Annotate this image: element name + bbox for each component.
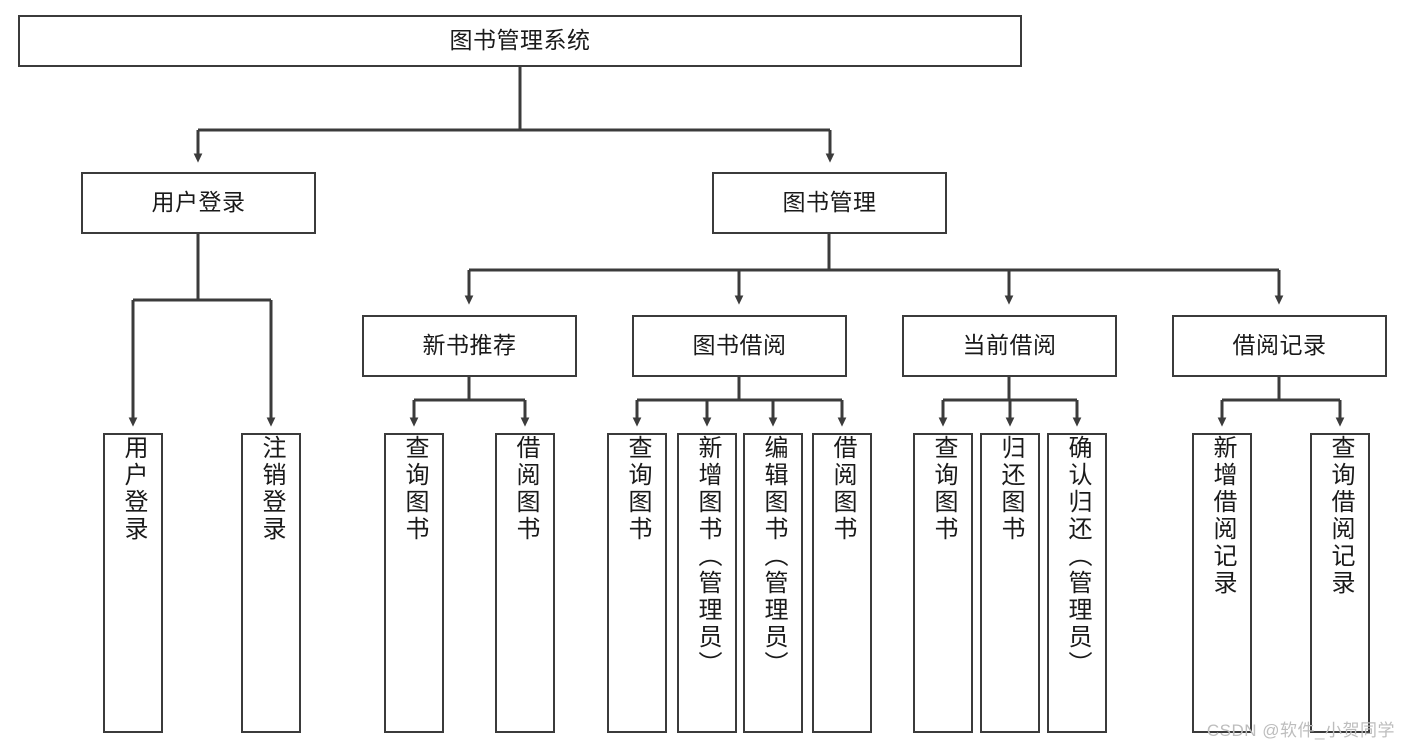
leaf-query-borrow-record[interactable]: 查询借阅记录 — [1310, 433, 1370, 733]
node-borrow-records[interactable]: 借阅记录 — [1172, 315, 1387, 377]
leaf-borrow-book-label: 借阅图书 — [829, 435, 856, 543]
node-new-book-recommend-label: 新书推荐 — [422, 332, 517, 359]
leaf-query-borrow-record-label: 查询借阅记录 — [1327, 435, 1354, 597]
leaf-query-book-current-label: 查询图书 — [930, 435, 957, 543]
node-borrow-records-label: 借阅记录 — [1232, 332, 1327, 359]
node-user-login-label: 用户登录 — [151, 189, 246, 216]
leaf-confirm-return-admin[interactable]: 确认归还（管理员） — [1047, 433, 1107, 733]
node-current-borrow[interactable]: 当前借阅 — [902, 315, 1117, 377]
leaf-logout[interactable]: 注销登录 — [241, 433, 301, 733]
leaf-return-book[interactable]: 归还图书 — [980, 433, 1040, 733]
leaf-logout-label: 注销登录 — [258, 435, 285, 543]
leaf-query-book-recommend-label: 查询图书 — [401, 435, 428, 543]
leaf-query-book-borrow[interactable]: 查询图书 — [607, 433, 667, 733]
leaf-borrow-book-recommend-label: 借阅图书 — [512, 435, 539, 543]
leaf-borrow-book[interactable]: 借阅图书 — [812, 433, 872, 733]
leaf-query-book-borrow-label: 查询图书 — [624, 435, 651, 543]
node-root-label: 图书管理系统 — [449, 27, 591, 54]
leaf-add-borrow-record[interactable]: 新增借阅记录 — [1192, 433, 1252, 733]
leaf-add-book-admin[interactable]: 新增图书（管理员） — [677, 433, 737, 733]
node-root[interactable]: 图书管理系统 — [18, 15, 1022, 67]
node-current-borrow-label: 当前借阅 — [962, 332, 1057, 359]
node-book-management[interactable]: 图书管理 — [712, 172, 947, 234]
leaf-add-book-admin-label: 新增图书（管理员） — [694, 435, 721, 678]
node-new-book-recommend[interactable]: 新书推荐 — [362, 315, 577, 377]
leaf-confirm-return-admin-label: 确认归还（管理员） — [1064, 435, 1091, 678]
leaf-user-login[interactable]: 用户登录 — [103, 433, 163, 733]
leaf-user-login-label: 用户登录 — [120, 435, 147, 543]
leaf-query-book-recommend[interactable]: 查询图书 — [384, 433, 444, 733]
leaf-return-book-label: 归还图书 — [997, 435, 1024, 543]
node-book-management-label: 图书管理 — [782, 189, 877, 216]
node-book-borrow-label: 图书借阅 — [692, 332, 787, 359]
watermark: CSDN @软件_小贺同学 — [1206, 721, 1395, 740]
leaf-edit-book-admin[interactable]: 编辑图书（管理员） — [743, 433, 803, 733]
leaf-borrow-book-recommend[interactable]: 借阅图书 — [495, 433, 555, 733]
node-book-borrow[interactable]: 图书借阅 — [632, 315, 847, 377]
leaf-query-book-current[interactable]: 查询图书 — [913, 433, 973, 733]
leaf-add-borrow-record-label: 新增借阅记录 — [1209, 435, 1236, 597]
node-user-login[interactable]: 用户登录 — [81, 172, 316, 234]
leaf-edit-book-admin-label: 编辑图书（管理员） — [760, 435, 787, 678]
